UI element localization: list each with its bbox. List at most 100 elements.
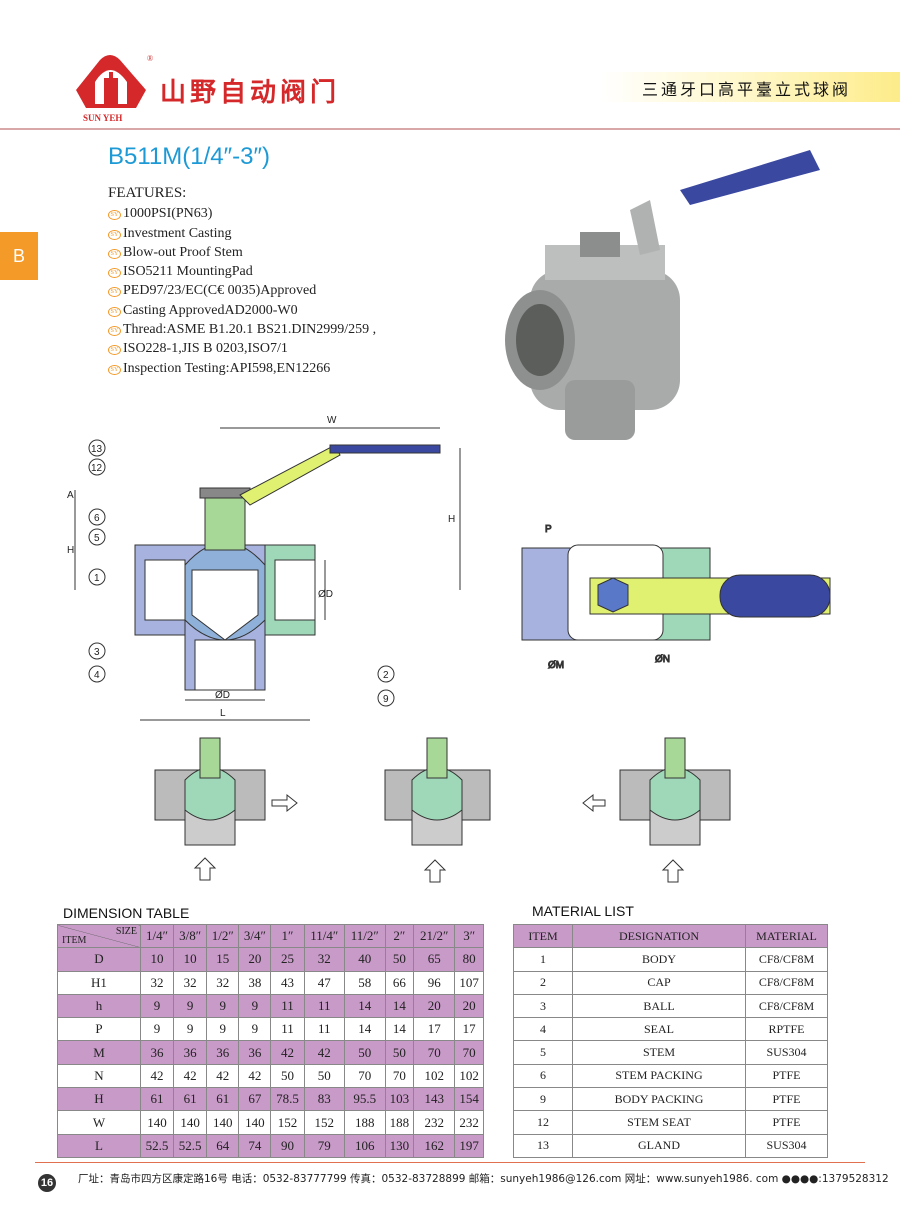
dimension-value: 52.5: [173, 1133, 208, 1158]
size-header: 3″: [454, 923, 484, 949]
row-item: L: [57, 1133, 141, 1158]
size-header: 1/2″: [206, 923, 240, 949]
valve-photo: [505, 150, 820, 440]
svg-text:H: H: [67, 545, 74, 556]
dimension-table-title: DIMENSION TABLE: [63, 905, 190, 921]
row-item: W: [57, 1110, 141, 1135]
row-item: h: [57, 993, 141, 1019]
corner-size-label: SIZE: [115, 926, 137, 937]
dimension-value: 17: [413, 1017, 456, 1042]
dimension-value: 42: [173, 1063, 208, 1089]
dimension-value: 143: [413, 1087, 456, 1112]
dimension-value: 78.5: [270, 1087, 305, 1112]
material-cell: PTFE: [745, 1063, 828, 1089]
dimension-value: 42: [303, 1040, 346, 1065]
category-title: 三通牙口高平臺立式球阀: [600, 72, 900, 102]
dimension-value: 70: [413, 1040, 456, 1065]
svg-text:4: 4: [94, 670, 100, 681]
svg-text:H: H: [448, 514, 455, 525]
brand-name: 山野自动阀门: [160, 78, 341, 108]
dimension-value: 11: [270, 993, 305, 1019]
features-heading: FEATURES:: [108, 185, 187, 201]
svg-text:A: A: [67, 490, 74, 501]
material-cell: 5: [513, 1040, 573, 1065]
dimension-value: 20: [454, 993, 484, 1019]
svg-text:13: 13: [91, 444, 103, 455]
material-cell: CF8/CF8M: [745, 993, 828, 1019]
dimension-value: 42: [238, 1063, 272, 1089]
dimension-value: 152: [270, 1110, 305, 1135]
dimension-value: 152: [303, 1110, 346, 1135]
material-cell: 3: [513, 993, 573, 1019]
row-item: H1: [57, 970, 141, 995]
dimension-value: 14: [344, 1017, 386, 1042]
header-divider: [0, 128, 900, 130]
material-cell: PTFE: [745, 1110, 828, 1135]
dimension-value: 47: [303, 970, 346, 995]
size-header: 11/4″: [303, 923, 346, 949]
material-cell: 2: [513, 970, 573, 995]
material-cell: CF8/CF8M: [745, 947, 828, 972]
dimension-value: 9: [206, 1017, 240, 1042]
size-header: 3/4″: [238, 923, 272, 949]
brand-english: SUN YEH: [83, 113, 123, 123]
column-header: ITEM: [513, 923, 573, 949]
dimension-value: 106: [344, 1133, 386, 1158]
dimension-value: 14: [384, 1017, 415, 1042]
dimension-value: 67: [238, 1087, 272, 1112]
material-cell: RPTFE: [745, 1017, 828, 1042]
material-cell: SEAL: [572, 1017, 746, 1042]
svg-text:2: 2: [383, 670, 389, 681]
dimension-value: 95.5: [344, 1087, 386, 1112]
dimension-value: 130: [384, 1133, 415, 1158]
dimension-value: 32: [206, 970, 240, 995]
material-list-title: MATERIAL LIST: [532, 903, 634, 919]
dimension-value: 15: [206, 947, 240, 972]
dimension-value: 38: [238, 970, 272, 995]
footer-contact: 厂址：青岛市四方区康定路16号 电话：0532-83777799 传真：0532…: [78, 1173, 889, 1185]
dimension-value: 79: [303, 1133, 346, 1158]
dimension-value: 9: [238, 1017, 272, 1042]
material-cell: 4: [513, 1017, 573, 1042]
dimension-value: 50: [384, 1040, 415, 1065]
row-item: P: [57, 1017, 141, 1042]
size-header: 11/2″: [344, 923, 386, 949]
callout-labels: 13 12 6 5 1 3 4 2 9 W H A H ØD ØD L: [67, 415, 455, 719]
dimension-value: 11: [303, 1017, 346, 1042]
svg-text:ØD: ØD: [215, 690, 230, 701]
material-cell: SUS304: [745, 1133, 828, 1158]
corner-item-label: ITEM: [62, 935, 87, 947]
dimension-value: 162: [413, 1133, 456, 1158]
dimension-value: 10: [139, 947, 175, 972]
dimension-value: 80: [454, 947, 484, 972]
dimension-value: 9: [139, 1017, 175, 1042]
row-item: D: [57, 947, 141, 972]
svg-text:ØN: ØN: [655, 654, 670, 665]
dimension-value: 140: [238, 1110, 272, 1135]
dimension-value: 32: [303, 947, 346, 972]
page-number: 16: [38, 1174, 56, 1192]
bullet-icon: SY: [108, 248, 121, 259]
svg-text:ØD: ØD: [318, 589, 333, 600]
dimension-value: 9: [139, 993, 175, 1019]
dimension-value: 36: [173, 1040, 208, 1065]
dimension-value: 14: [344, 993, 386, 1019]
svg-text:3: 3: [94, 647, 100, 658]
dimension-value: 36: [206, 1040, 240, 1065]
dimension-value: 9: [173, 1017, 208, 1042]
material-cell: STEM: [572, 1040, 746, 1065]
dimension-value: 50: [303, 1063, 346, 1089]
